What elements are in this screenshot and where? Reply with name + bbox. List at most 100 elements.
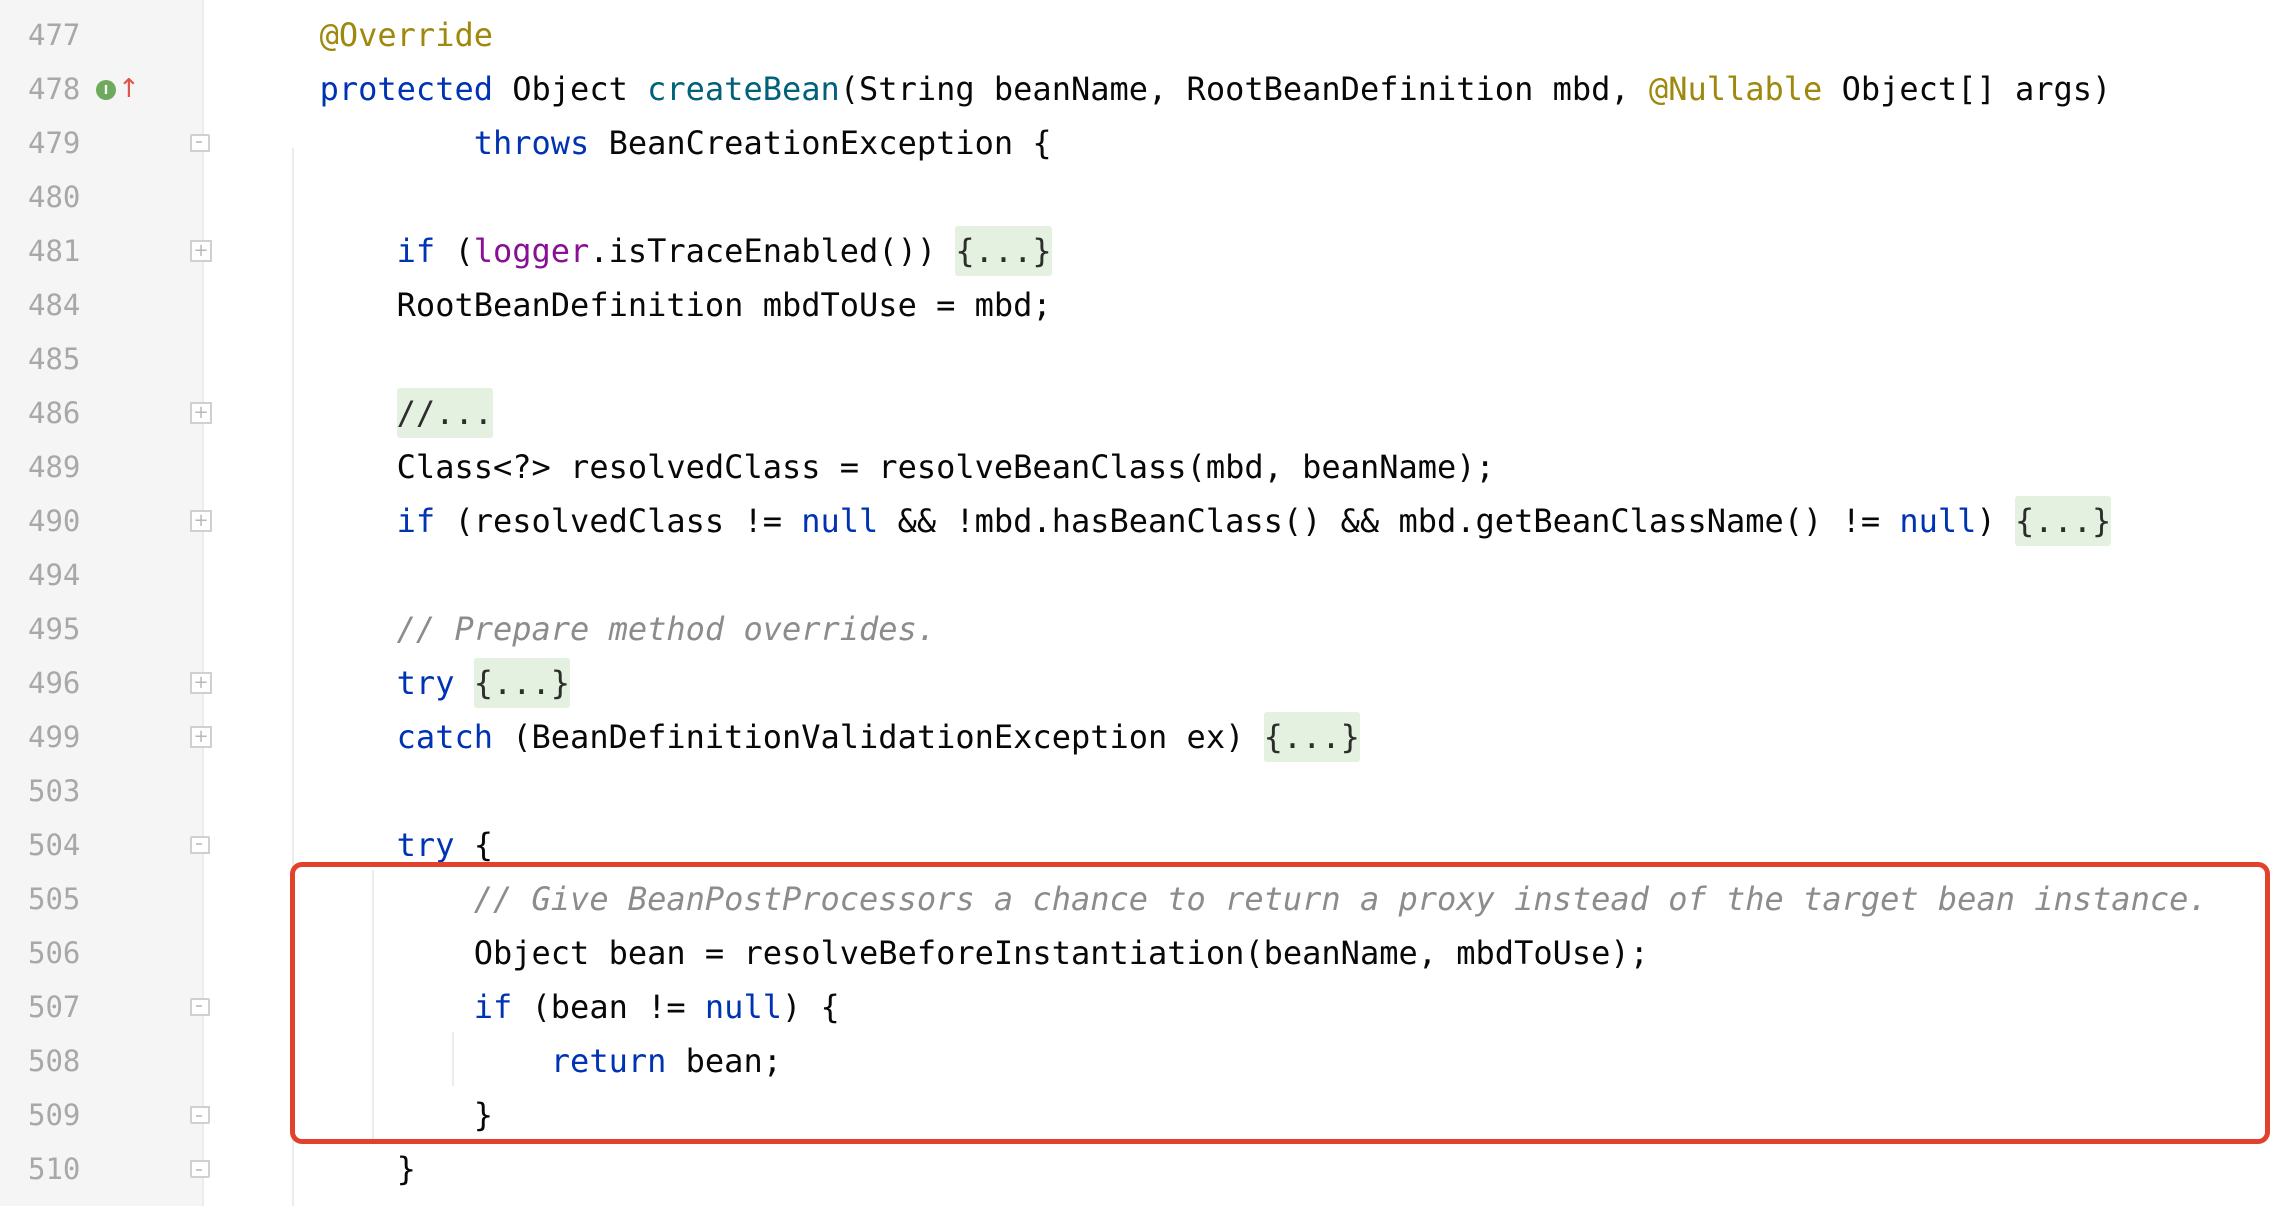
gutter-line: 484 [0, 278, 202, 332]
code-text: bean; [666, 1042, 782, 1080]
code-line: // Prepare method overrides. [204, 602, 2288, 656]
code-line: throws BeanCreationException { [204, 116, 2288, 170]
gutter-line: 477 [0, 8, 202, 62]
line-number: 490 [28, 504, 81, 538]
gutter-line: 479 [0, 116, 210, 170]
gutter-line: 510 [0, 1142, 210, 1196]
indent [320, 664, 397, 702]
line-number: 504 [28, 828, 81, 862]
line-number: 494 [28, 558, 81, 592]
line-number: 481 [28, 234, 81, 268]
line-number: 507 [28, 990, 81, 1024]
gutter-line: 499 + [0, 710, 212, 764]
fold-expand-icon[interactable]: + [190, 672, 212, 694]
line-number: 510 [28, 1152, 81, 1186]
keyword: if [396, 502, 436, 540]
keyword: try [396, 826, 455, 864]
code-text: { [454, 826, 493, 864]
code-text: (String beanName, RootBeanDefinition mbd… [839, 70, 1649, 108]
code-text: } [319, 1150, 416, 1188]
code-text: BeanCreationException { [589, 124, 1052, 162]
indent [320, 394, 397, 432]
highlight-annotation-box [290, 862, 2270, 1144]
implements-method-icon[interactable]: I ↑ [96, 74, 140, 108]
code-text: ( [435, 232, 474, 270]
gutter-line: 490 + [0, 494, 212, 548]
code-line: //... [204, 386, 2288, 440]
gutter-line: 508 [0, 1034, 202, 1088]
code-line: try {...} [204, 656, 2288, 710]
code-line: if (bean != null) { [204, 980, 2288, 1034]
gutter-line: 489 [0, 440, 202, 494]
fold-collapse-icon[interactable] [190, 834, 212, 856]
code-text: && !mbd.hasBeanClass() && mbd.getBeanCla… [878, 502, 1900, 540]
gutter-line: 506 [0, 926, 202, 980]
folded-region[interactable]: //... [396, 388, 493, 438]
fold-collapse-icon[interactable] [190, 996, 212, 1018]
code-text: (BeanDefinitionValidationException ex) [492, 718, 1264, 756]
gutter-line: 495 [0, 602, 202, 656]
interface-marker-icon: I [96, 80, 116, 100]
code-line: Object bean = resolveBeforeInstantiation… [204, 926, 2288, 980]
gutter-line: 486 + [0, 386, 212, 440]
gutter-line: 485 [0, 332, 202, 386]
code-text: Object bean = resolveBeforeInstantiation… [319, 934, 1649, 972]
gutter-line: 504 [0, 818, 210, 872]
code-area[interactable]: @Override protected Object createBean(St… [204, 0, 2288, 1206]
indent [320, 502, 397, 540]
fold-collapse-icon[interactable] [190, 132, 212, 154]
code-text: (bean != [512, 988, 705, 1026]
keyword: null [704, 988, 782, 1026]
code-line: RootBeanDefinition mbdToUse = mbd; [204, 278, 2288, 332]
code-text: RootBeanDefinition mbdToUse = mbd; [319, 286, 1052, 324]
folded-region[interactable]: {...} [473, 658, 571, 708]
fold-expand-icon[interactable]: + [190, 726, 212, 748]
code-line: } [204, 1142, 2288, 1196]
code-line: @Override [204, 8, 2288, 62]
fold-expand-icon[interactable]: + [190, 240, 212, 262]
arrow-up-icon: ↑ [118, 74, 140, 104]
indent [320, 124, 474, 162]
code-line: if (logger.isTraceEnabled()) {...} [204, 224, 2288, 278]
line-number: 489 [28, 450, 81, 484]
gutter-line: 494 [0, 548, 202, 602]
code-text: .isTraceEnabled()) [589, 232, 956, 270]
indent-guide [372, 870, 374, 1140]
line-number: 486 [28, 396, 81, 430]
gutter-line: 507 [0, 980, 210, 1034]
indent-guide [452, 1032, 454, 1086]
line-number: 508 [28, 1044, 81, 1078]
keyword: try [396, 664, 455, 702]
folded-region[interactable]: {...} [2014, 496, 2112, 546]
code-line: if (resolvedClass != null && !mbd.hasBea… [204, 494, 2288, 548]
keyword: protected [319, 70, 493, 108]
fold-end-icon[interactable] [190, 1104, 212, 1126]
fold-expand-icon[interactable]: + [190, 510, 212, 532]
override-annotation: @Override [319, 16, 493, 54]
space [454, 664, 473, 702]
gutter-line: 505 [0, 872, 202, 926]
line-number: 477 [28, 18, 81, 52]
code-line: catch (BeanDefinitionValidationException… [204, 710, 2288, 764]
nullable-annotation: @Nullable [1648, 70, 1823, 108]
code-text: Object [492, 70, 648, 108]
editor-gutter: 477 478 I ↑ 479 480 481 + 484 485 486 + [0, 0, 212, 1206]
line-number: 499 [28, 720, 81, 754]
folded-region[interactable]: {...} [1263, 712, 1360, 762]
line-number: 509 [28, 1098, 81, 1132]
indent [320, 610, 397, 648]
keyword: throws [473, 124, 590, 162]
line-number: 496 [28, 666, 81, 700]
code-line: protected Object createBean(String beanN… [204, 62, 2288, 116]
keyword: if [396, 232, 436, 270]
fold-end-icon[interactable] [190, 1158, 212, 1180]
line-number: 503 [28, 774, 81, 808]
folded-region[interactable]: {...} [955, 226, 1052, 276]
line-number: 480 [28, 180, 81, 214]
comment: // Prepare method overrides. [396, 610, 937, 648]
line-number: 485 [28, 342, 81, 376]
fold-expand-icon[interactable]: + [190, 402, 212, 424]
gutter-line: 478 I ↑ [0, 62, 202, 116]
code-line: // Give BeanPostProcessors a chance to r… [204, 872, 2288, 926]
